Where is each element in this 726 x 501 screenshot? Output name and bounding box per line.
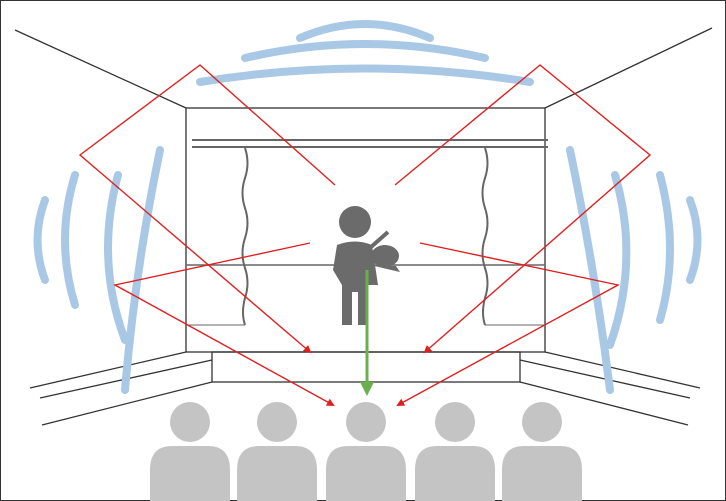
audience-member-icon [150, 402, 230, 501]
sound-waves [33, 20, 702, 394]
reflection-rays [78, 64, 652, 406]
audience [150, 402, 582, 501]
audience-member-icon [237, 402, 317, 501]
audience-member-icon [326, 402, 406, 501]
audience-member-icon [502, 402, 582, 501]
audience-member-icon [415, 402, 495, 501]
